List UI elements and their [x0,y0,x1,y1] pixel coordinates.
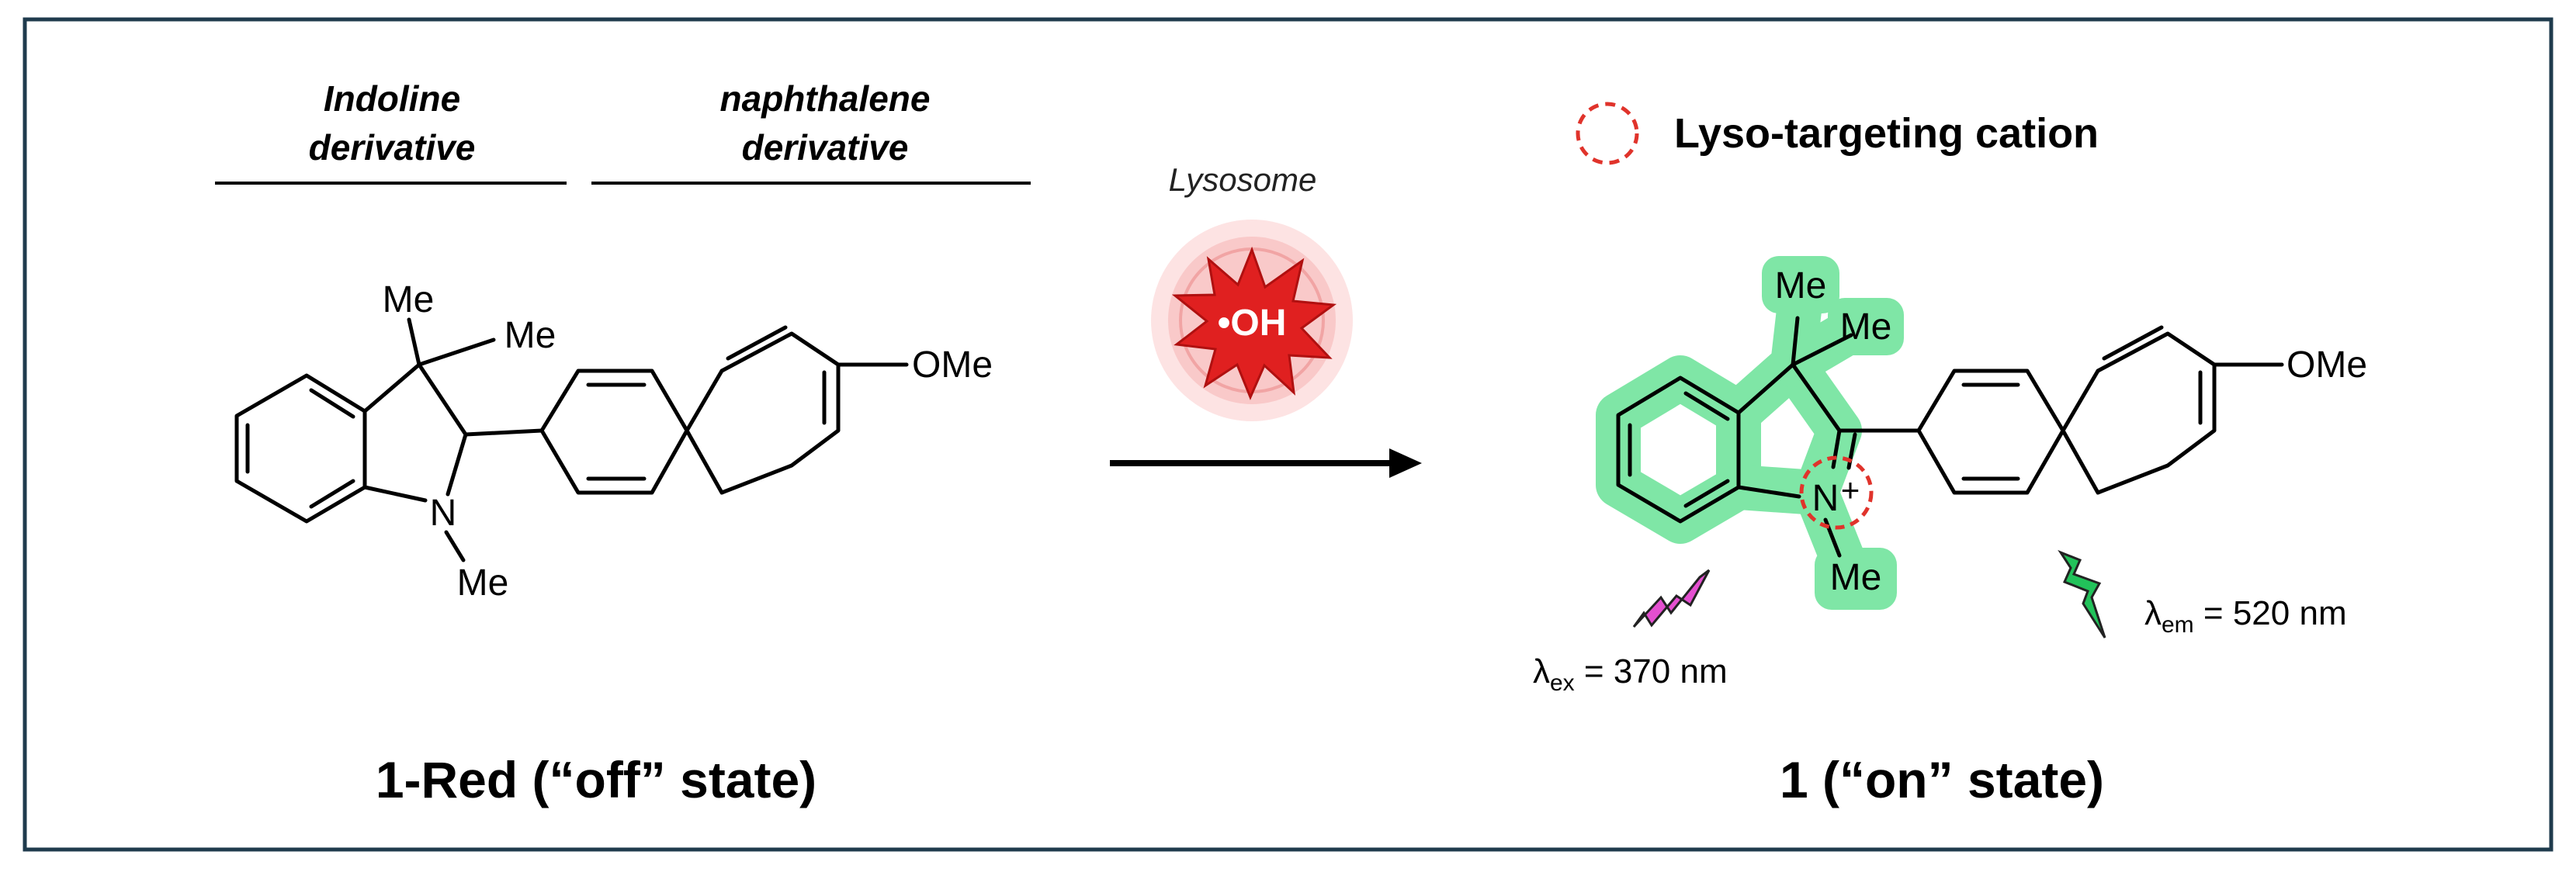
lysosome-label: Lysosome [1169,161,1317,198]
excitation-sub: ex [1550,670,1575,696]
indoline-header: Indoline derivative [215,78,567,185]
right-molecule-structure [1616,316,2284,558]
reaction-condition: Lysosome •OH [1151,161,1353,421]
emission-sub: em [2162,612,2194,638]
excitation-bolt-icon [1632,569,1711,628]
cation-marker-circle-icon [1799,455,1874,530]
naphthalene-header-line1: naphthalene [720,78,931,119]
left-me-n: Me [457,562,509,604]
legend-label: Lyso-targeting cation [1674,110,2099,157]
emission-info: λem = 520 nm [2058,549,2347,638]
reaction-arrow [1110,448,1422,478]
frame-border [23,17,2553,852]
emission-lambda: λ [2144,594,2162,632]
naphthalene-header-line2: derivative [742,127,909,168]
left-caption: 1-Red (“off” state) [376,751,816,808]
legend-cation-circle-icon [1576,102,1639,165]
highlight-me-top [1762,256,1839,313]
radical-burst-icon [1171,246,1337,400]
excitation-info: λex = 370 nm [1533,569,1728,696]
naphthalene-header: naphthalene derivative [591,78,1031,185]
left-n-atom: N [430,493,457,534]
right-caption: 1 (“on” state) [1780,751,2104,808]
right-me-top: Me [1775,265,1827,306]
right-n-atom: N [1812,478,1839,519]
left-molecule-labels: Me Me N Me OMe [383,279,993,604]
left-molecule-structure [234,317,909,562]
excitation-lambda: λ [1533,652,1550,690]
legend: Lyso-targeting cation [1576,102,2099,165]
right-molecule-labels: Me Me N + Me OMe [1775,265,2367,598]
excitation-label: λex = 370 nm [1533,652,1728,696]
emission-bolt-icon [2058,549,2106,638]
excitation-value: = 370 nm [1575,652,1728,690]
highlight-me-right [1828,298,1904,355]
right-n-plus: + [1841,472,1860,508]
right-me-n: Me [1830,557,1882,598]
left-me-right: Me [504,315,556,356]
indoline-header-line1: Indoline [324,78,460,119]
emission-value: = 520 nm [2194,594,2347,632]
right-ome: OMe [2287,344,2367,386]
hydroxyl-radical-label: •OH [1218,303,1287,344]
left-ome: OMe [912,344,993,386]
left-me-top: Me [383,279,435,320]
arrow-head [1389,448,1422,478]
right-me-right: Me [1840,306,1892,348]
highlight-me-n [1815,548,1897,610]
indoline-header-line2: derivative [309,127,476,168]
emission-label: λem = 520 nm [2144,594,2347,638]
